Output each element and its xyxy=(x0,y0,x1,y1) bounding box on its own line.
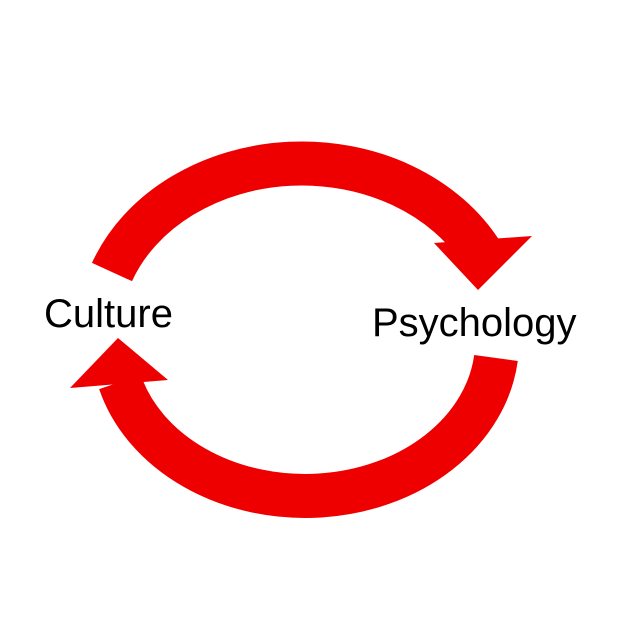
arrow-culture-to-psychology xyxy=(92,141,532,290)
arrow-culture-to-psychology-head xyxy=(434,236,532,290)
node-label-psychology: Psychology xyxy=(372,301,577,345)
arrow-psychology-to-culture xyxy=(70,338,518,518)
arrow-psychology-to-culture-head xyxy=(70,338,168,388)
arrow-culture-to-psychology-shaft xyxy=(92,141,501,282)
node-label-culture: Culture xyxy=(44,292,173,336)
arrow-psychology-to-culture-shaft xyxy=(99,354,518,518)
